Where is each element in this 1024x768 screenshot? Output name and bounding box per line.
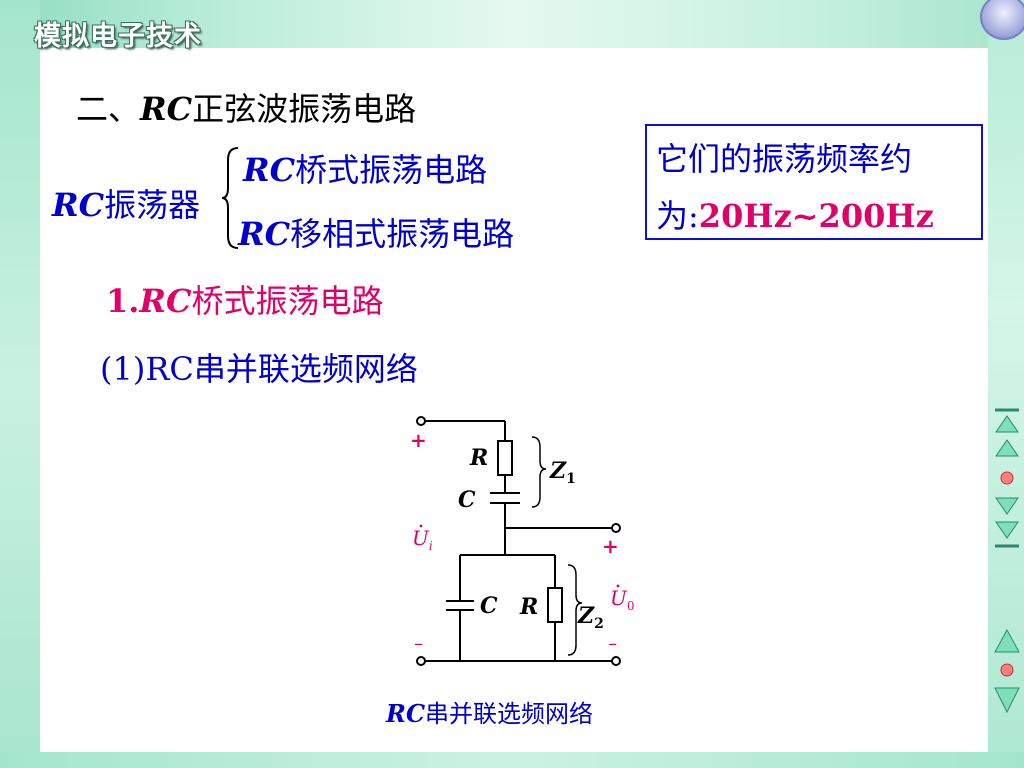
ui-label: Ui xyxy=(412,526,433,553)
dot-icon[interactable] xyxy=(1000,663,1014,677)
classification-label-rc: RC xyxy=(52,186,105,224)
caption-rc: RC xyxy=(386,699,426,728)
uo-label: U0 xyxy=(610,586,635,613)
prev-slide-icon[interactable] xyxy=(994,628,1020,653)
frequency-note-prefix: 为: xyxy=(656,197,699,235)
app-title: 模拟电子技术 xyxy=(34,21,202,52)
slide-content-area xyxy=(40,48,988,752)
subsubsection-number: (1)RC xyxy=(100,350,194,388)
subsubsection-rest: 串并联选频网络 xyxy=(193,350,418,388)
z2-label: Z2 xyxy=(577,603,604,632)
section-title-rc: RC xyxy=(140,90,193,128)
home-dot-icon[interactable] xyxy=(1000,471,1014,485)
classification-item-rc: RC xyxy=(238,215,291,253)
plus-input-label: + xyxy=(410,428,427,452)
input-terminal-bottom xyxy=(416,656,426,666)
subsubsection-title: (1)RC串并联选频网络 xyxy=(100,344,418,390)
input-terminal-top xyxy=(416,416,426,426)
classification-item-text: 桥式振荡电路 xyxy=(295,151,488,189)
left-frame-bar xyxy=(0,0,40,768)
nav-group-upper xyxy=(995,408,1019,548)
output-terminal-top xyxy=(611,523,621,533)
next-page-icon[interactable] xyxy=(995,497,1019,515)
z1-brace xyxy=(531,436,547,508)
section-title: 二、RC正弦波振荡电路 xyxy=(76,84,416,130)
nav-group-lower xyxy=(994,628,1020,714)
uo-dot xyxy=(616,584,620,588)
rc-series-parallel-circuit: + – + – R C Z1 Ui C R Z2 U0 xyxy=(410,416,635,666)
classification-item-text: 移相式振荡电路 xyxy=(290,215,515,253)
ui-dot xyxy=(419,524,423,528)
section-title-prefix: 二、 xyxy=(76,90,141,128)
output-terminal-bottom xyxy=(611,656,621,666)
classification-item-rc: RC xyxy=(243,151,296,189)
frequency-note-line1: 它们的振荡频率约 xyxy=(656,140,913,178)
frequency-range: 20Hz~200Hz xyxy=(698,197,934,235)
prev-page-icon[interactable] xyxy=(995,439,1019,457)
subsection-rest: 桥式振荡电路 xyxy=(191,282,384,320)
capacitor-top-label: C xyxy=(458,487,476,513)
top-frame-bar xyxy=(0,0,1024,48)
resistor-bottom xyxy=(547,587,563,623)
resistor-bottom-label: R xyxy=(519,594,538,620)
minus-input-label: – xyxy=(414,633,423,654)
z2-brace xyxy=(567,564,583,656)
classification-label-rest: 振荡器 xyxy=(104,186,201,224)
first-page-icon[interactable] xyxy=(995,408,1019,433)
subsection-title: 1.RC桥式振荡电路 xyxy=(106,276,383,322)
capacitor-bottom-label: C xyxy=(480,593,498,619)
minus-output-label: – xyxy=(608,633,617,654)
caption-text: 串并联选频网络 xyxy=(425,700,594,728)
section-title-rest: 正弦波振荡电路 xyxy=(192,90,417,128)
last-page-icon[interactable] xyxy=(995,521,1019,548)
classification-brace xyxy=(221,147,239,249)
corner-menu-button[interactable] xyxy=(980,0,1024,40)
classification-item-bridge: RC桥式振荡电路 xyxy=(243,145,487,191)
plus-output-label: + xyxy=(602,534,619,558)
resistor-top xyxy=(497,440,513,476)
classification-label: RC振荡器 xyxy=(52,180,200,226)
subsection-rc: RC xyxy=(139,282,192,320)
subsection-number: 1. xyxy=(106,282,140,320)
bottom-frame-bar xyxy=(0,752,1024,768)
frequency-note-line2: 为:20Hz~200Hz xyxy=(656,191,934,237)
resistor-top-label: R xyxy=(469,445,488,471)
classification-item-phase-shift: RC移相式振荡电路 xyxy=(238,209,514,255)
frequency-note-box xyxy=(645,124,983,240)
circuit-caption: RC串并联选频网络 xyxy=(386,694,593,729)
next-slide-icon[interactable] xyxy=(994,687,1020,714)
z1-label: Z1 xyxy=(549,458,576,487)
